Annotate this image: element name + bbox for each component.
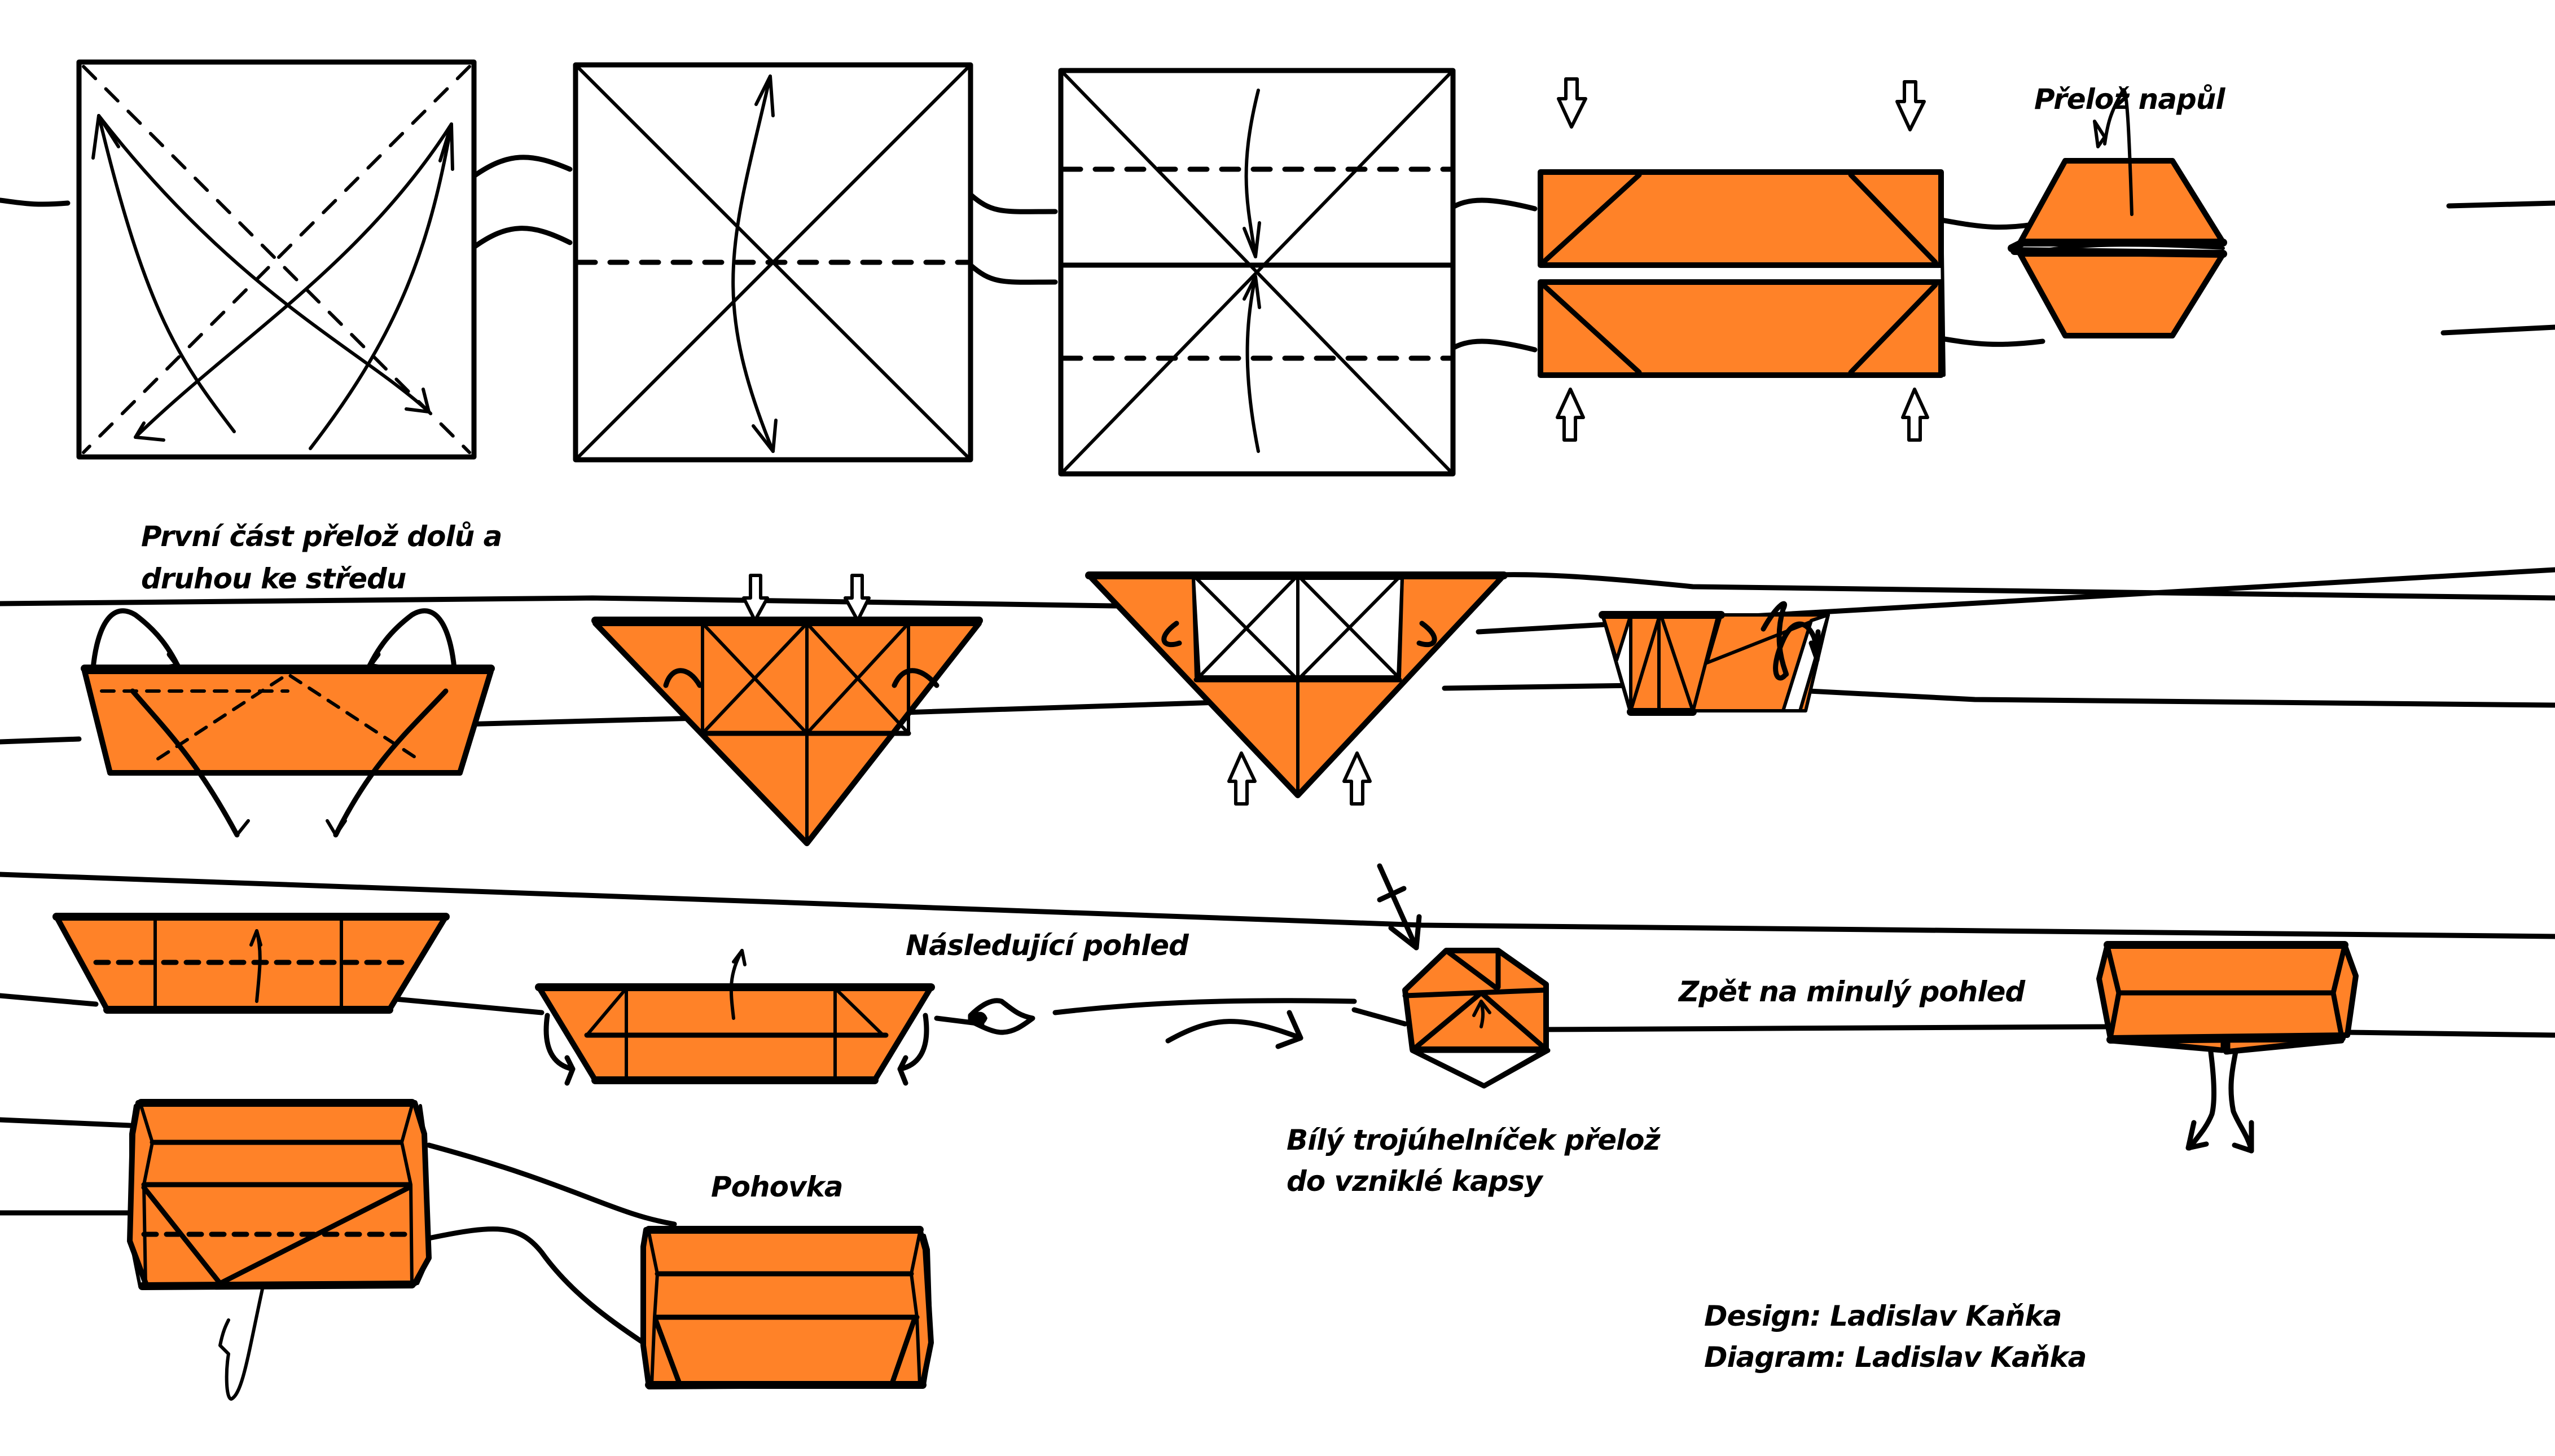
step-3-square-edges-to-center (1058, 68, 1456, 477)
step-5-hexagon (2008, 88, 2227, 338)
view-arrow-icon (1165, 1019, 1303, 1044)
connector-line (2446, 200, 2555, 209)
eye-icon (968, 998, 1035, 1035)
fold-arrow-icon (367, 608, 457, 671)
step-11-trapezoid-fold-up (52, 913, 450, 1014)
step-14-box-open-flaps (2096, 941, 2359, 1154)
fold-arrow-icon (90, 608, 181, 671)
step-9-trapezoid-white-flaps (1599, 611, 1830, 716)
step-7-triangle (591, 574, 983, 846)
fold-arrow-icon (1245, 275, 1260, 453)
fold-arrow-icon (1416, 621, 1437, 648)
arrowhead (1275, 1010, 1303, 1049)
hollow-push-arrow-icon (1342, 751, 1372, 806)
connector-line (0, 197, 71, 207)
hollow-push-arrow-icon (1901, 388, 1929, 442)
step-1-square-diagonals (76, 59, 477, 460)
hollow-push-arrow-icon (1557, 77, 1587, 129)
arrowhead (405, 388, 431, 414)
connector-line (0, 1117, 133, 1128)
connector-line (471, 226, 573, 250)
connector-line (968, 192, 1058, 214)
connector-line (968, 262, 1058, 285)
step-6-trapezoid (81, 608, 495, 838)
connector-line (0, 872, 2555, 939)
arrowhead (91, 114, 120, 160)
label-white-triangle-line1: Bílý trojúhelníček přelož (1287, 1124, 1661, 1156)
step-13-octagon (1377, 863, 1551, 1089)
arrowhead (134, 421, 165, 442)
connector-line (1938, 336, 2045, 347)
connector-line (426, 1226, 646, 1345)
connector-line (1052, 998, 1357, 1015)
fold-arrow-icon (2228, 1049, 2254, 1154)
label-first-part-line1: První část přelož dolů a (141, 520, 502, 553)
step-4-orange-strips (1538, 77, 1946, 442)
step-16-sofa (640, 1226, 934, 1389)
step-8-triangle-white (1085, 571, 1508, 806)
fold-arrow-icon (1244, 89, 1260, 258)
arrowhead (438, 122, 454, 171)
fold-arrow-icon (731, 74, 775, 453)
label-next-view: Následující pohled (906, 929, 1189, 962)
hollow-push-arrow-icon (844, 574, 871, 622)
diagram-credit: Diagram: Ladislav Kaňka (1704, 1341, 2087, 1374)
label-result-name: Pohovka (711, 1171, 844, 1203)
view-direction-arrow (1377, 863, 1419, 951)
fold-arrow-icon (897, 1013, 929, 1072)
fold-arrow-icon (663, 668, 703, 688)
hollow-push-arrow-icon (1227, 751, 1257, 806)
label-fold-in-half: Přelož napůl (2034, 83, 2225, 116)
step-2-square-horizontal-crease (573, 62, 973, 463)
fold-arrow-icon (543, 1013, 576, 1072)
connector-line (1447, 197, 1538, 212)
fold-arrow-icon (892, 668, 940, 688)
connector-line (1447, 338, 1538, 353)
step-15-tall-box (127, 1099, 432, 1401)
crease-arrow (97, 114, 236, 433)
fold-arrow-icon (2187, 1049, 2217, 1151)
fold-arrow-icon (2103, 88, 2133, 216)
hollow-push-arrow-icon (1895, 80, 1926, 131)
hollow-push-arrow-icon (742, 574, 769, 622)
label-first-part-line2: druhou ke středu (141, 562, 406, 595)
connector-line (1540, 1024, 2113, 1032)
connector-line (2440, 324, 2555, 336)
step-12-trapezoid-fold-sides (535, 949, 935, 1086)
fold-arrow-icon (333, 688, 449, 838)
connector-line (2345, 1030, 2555, 1038)
connector-line (471, 155, 573, 179)
fold-arrow-icon (1161, 621, 1182, 648)
design-credit: Design: Ladislav Kaňka (1704, 1300, 2062, 1332)
connector-line (1351, 1007, 1408, 1027)
fold-arrow-icon (218, 1287, 264, 1401)
connector-line (1442, 683, 2555, 708)
connector-line (0, 993, 545, 1015)
label-back-to-previous-view: Zpět na minulý pohled (1679, 975, 2025, 1008)
hollow-push-arrow-icon (1556, 388, 1585, 442)
turn-over-icon (1761, 601, 1821, 681)
fold-arrow-icon (130, 688, 240, 838)
label-white-triangle-line2: do vzniklé kapsy (1287, 1165, 1543, 1198)
connector-line (426, 1142, 677, 1227)
